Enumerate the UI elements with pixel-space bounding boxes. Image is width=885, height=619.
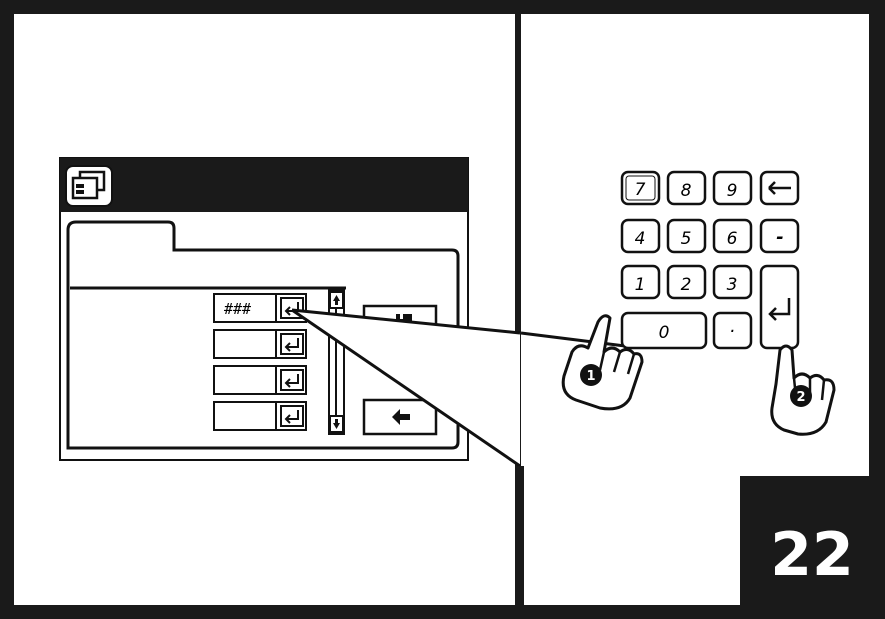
device-screen: ### [60, 158, 468, 460]
svg-text:3: 3 [727, 275, 738, 295]
screen-title-bar [60, 158, 468, 212]
key-8[interactable]: 8 [668, 172, 705, 204]
back-button[interactable] [364, 400, 436, 434]
svg-text:1: 1 [635, 275, 646, 295]
input-row[interactable] [214, 366, 306, 394]
svg-text:4: 4 [635, 229, 646, 249]
scrollbar[interactable] [329, 290, 344, 434]
key-3[interactable]: 3 [714, 266, 751, 298]
enter-arrow-icon[interactable] [281, 406, 303, 426]
svg-text:7: 7 [635, 180, 646, 200]
svg-text:6: 6 [727, 229, 738, 249]
input-row[interactable]: ### [214, 294, 306, 322]
key-0[interactable]: 0 [622, 313, 706, 348]
key-2[interactable]: 2 [668, 266, 705, 298]
key-5[interactable]: 5 [668, 220, 705, 252]
key-minus[interactable]: - [761, 220, 798, 252]
enter-arrow-icon[interactable] [281, 334, 303, 354]
key-dot[interactable]: · [714, 313, 751, 348]
svg-text:5: 5 [681, 229, 692, 249]
key-backspace[interactable] [761, 172, 798, 204]
svg-text:2: 2 [681, 275, 692, 295]
window-stack-icon[interactable] [66, 166, 112, 206]
svg-text:·: · [729, 321, 735, 342]
input-row[interactable] [214, 402, 306, 430]
step-number: 22 [770, 520, 854, 590]
svg-text:0: 0 [659, 323, 670, 343]
key-6[interactable]: 6 [714, 220, 751, 252]
key-7[interactable]: 7 [622, 172, 659, 204]
input-row[interactable] [214, 330, 306, 358]
enter-arrow-icon[interactable] [281, 370, 303, 390]
svg-text:8: 8 [681, 181, 692, 201]
key-9[interactable]: 9 [714, 172, 751, 204]
key-1[interactable]: 1 [622, 266, 659, 298]
key-4[interactable]: 4 [622, 220, 659, 252]
key-enter[interactable] [761, 266, 798, 348]
svg-text:2: 2 [796, 390, 805, 405]
svg-text:1: 1 [586, 369, 595, 384]
svg-text:-: - [776, 227, 783, 248]
field-value: ### [224, 300, 251, 318]
svg-text:9: 9 [727, 181, 738, 201]
